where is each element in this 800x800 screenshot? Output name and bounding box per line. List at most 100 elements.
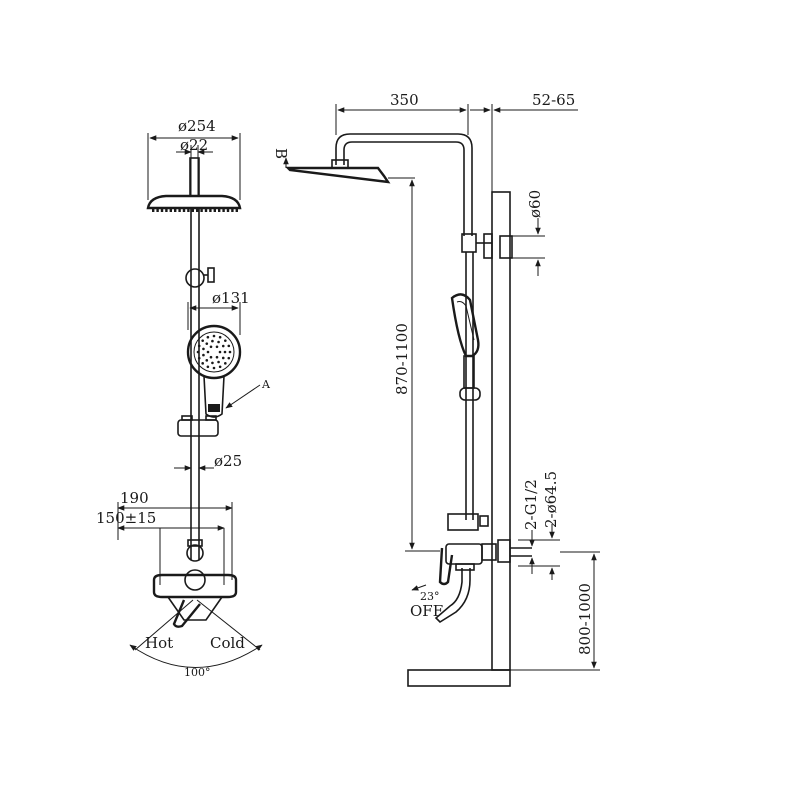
reach-label: 350: [390, 91, 419, 109]
hand-nozzle: [209, 355, 213, 359]
hand-nozzle: [202, 347, 205, 351]
mixer-side: [438, 513, 532, 586]
hand-nozzle: [221, 344, 225, 348]
hand-nozzle: [201, 362, 204, 365]
hand-nozzle: [196, 350, 200, 354]
lever-angle-label: 23°: [420, 590, 440, 603]
hand-nozzle: [227, 344, 231, 348]
cold-label: Cold: [210, 634, 245, 652]
hand-nozzle: [224, 362, 227, 365]
head-nozzle: [169, 208, 172, 212]
wall-gap-dimension: 52-65: [470, 91, 578, 192]
hand-nozzle: [215, 355, 219, 359]
head-nozzle: [204, 208, 208, 212]
head-nozzle: [209, 208, 212, 212]
head-nozzle: [200, 208, 203, 212]
hand-nozzle: [221, 356, 225, 360]
head-nozzle: [222, 208, 225, 212]
hand-nozzle: [223, 350, 227, 354]
reach-dimension: 350: [335, 91, 469, 135]
arm-diameter-label: ø22: [180, 136, 208, 154]
hand-nozzle: [228, 350, 232, 354]
shower-arm: [331, 133, 473, 236]
diverter-valve: [186, 539, 204, 562]
hand-nozzle: [205, 342, 209, 345]
head-nozzle: [218, 208, 221, 212]
handshower-diameter-label: ø131: [212, 289, 250, 307]
mixer-body: [152, 569, 238, 628]
marker-b: B: [272, 148, 290, 168]
head-nozzle: [165, 208, 168, 212]
hand-nozzle: [197, 356, 201, 360]
angle-100-label: 100°: [184, 666, 211, 679]
hand-nozzle: [205, 359, 209, 362]
arm-diameter-dimension: ø22: [176, 136, 213, 195]
hand-nozzle: [211, 361, 214, 365]
hand-nozzle: [224, 339, 227, 342]
bar-diameter-label: ø25: [214, 452, 242, 470]
height-range-dimension: 870-1100: [393, 179, 440, 552]
hand-nozzle: [201, 339, 204, 342]
side-wall-bracket: [461, 233, 513, 259]
off-label: OFF: [410, 602, 443, 620]
front-view: ø254 ø22 ø131: [96, 117, 271, 679]
hand-nozzle: [209, 345, 213, 349]
hand-nozzle: [227, 356, 231, 360]
head-nozzle: [178, 208, 181, 212]
bracket-diameter-dimension: ø60: [512, 190, 545, 276]
hand-nozzle: [215, 345, 219, 349]
bath-spout: [434, 563, 475, 624]
hand-nozzle: [197, 344, 201, 348]
hand-nozzle: [218, 350, 222, 354]
part-a-callout: A: [225, 378, 271, 409]
hand-nozzle: [206, 335, 210, 339]
head-nozzle: [160, 208, 164, 212]
head-nozzle: [196, 208, 199, 212]
height-range-label: 870-1100: [393, 323, 411, 395]
head-nozzle: [187, 208, 190, 212]
shower-head-side: [285, 166, 415, 184]
bar-diameter-dimension: ø25: [174, 452, 242, 471]
head-nozzle: [174, 208, 177, 212]
hand-nozzle: [218, 335, 222, 339]
head-nozzle: [182, 208, 186, 212]
head-nozzle: [235, 208, 238, 212]
hand-nozzle: [212, 334, 216, 338]
thread-dimension: 2-G1/2: [522, 479, 540, 574]
head-nozzle: [213, 208, 216, 212]
centers-dimension: 150±15: [96, 509, 225, 585]
lever-angle-callout: 23° OFF: [410, 584, 443, 620]
head-nozzle: [191, 208, 194, 212]
hand-shower: [186, 324, 242, 418]
hand-nozzle: [206, 350, 210, 354]
slider-holder: [177, 415, 219, 437]
width-190-label: 190: [120, 489, 149, 507]
width-190-dimension: 190: [117, 489, 233, 580]
wall: [407, 191, 511, 687]
install-height-label: 800-1000: [576, 583, 594, 655]
part-a-label: A: [261, 378, 271, 391]
bracket-diameter-label: ø60: [526, 190, 544, 218]
head-diameter-dimension: ø254: [147, 117, 241, 200]
hot-label: Hot: [145, 634, 173, 652]
wall-gap-label: 52-65: [532, 91, 575, 109]
flange-label: 2-ø64.5: [542, 471, 560, 528]
hand-nozzle: [211, 339, 214, 343]
hand-nozzle: [217, 340, 220, 344]
flange-dimension: 2-ø64.5: [518, 471, 560, 580]
head-nozzle: [231, 208, 234, 212]
head-diameter-label: ø254: [178, 117, 216, 135]
hand-nozzle: [212, 366, 216, 370]
temperature-arc: Hot Cold 100°: [129, 599, 263, 679]
hand-nozzle: [218, 365, 222, 369]
hand-nozzle: [217, 360, 220, 364]
head-nozzle: [156, 208, 159, 212]
head-nozzle: [226, 208, 230, 212]
hand-nozzle: [202, 353, 205, 357]
centers-label: 150±15: [96, 509, 156, 527]
hand-shower-side: [450, 293, 481, 401]
head-nozzle: [152, 208, 155, 212]
wall-bracket: [185, 267, 215, 288]
side-view: 350 52-65 B 870-1100: [272, 91, 600, 687]
